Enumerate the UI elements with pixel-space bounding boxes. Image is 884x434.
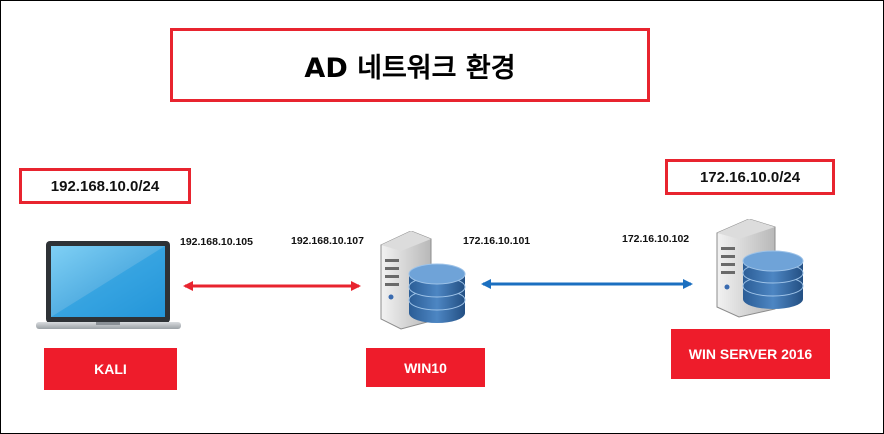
ip-win10-left: 192.168.10.107 bbox=[291, 235, 364, 247]
network-right-box: 172.16.10.0/24 bbox=[665, 159, 835, 195]
win-server-2016-icon bbox=[716, 219, 804, 318]
ip-win10-right: 172.16.10.101 bbox=[463, 235, 531, 247]
node-label-kali: KALI bbox=[44, 348, 177, 390]
node-label-kali-text: KALI bbox=[94, 361, 127, 377]
ip-kali: 192.168.10.105 bbox=[180, 236, 253, 248]
network-right-label: 172.16.10.0/24 bbox=[699, 168, 801, 186]
laptop-icon bbox=[36, 241, 181, 329]
node-label-win10-text: WIN10 bbox=[404, 359, 447, 376]
diagram-title: AD 네트워크 환경 bbox=[304, 52, 516, 84]
network-left-box: 192.168.10.0/24 bbox=[19, 168, 191, 204]
title-box: AD 네트워크 환경 bbox=[170, 28, 650, 102]
win10-server-icon bbox=[380, 231, 466, 330]
node-label-server-text: WIN SERVER 2016 bbox=[688, 346, 813, 362]
node-label-win10: WIN10 bbox=[366, 348, 485, 387]
node-label-server: WIN SERVER 2016 bbox=[671, 329, 830, 379]
network-left-label: 192.168.10.0/24 bbox=[50, 177, 160, 195]
ip-server: 172.16.10.102 bbox=[622, 233, 690, 245]
